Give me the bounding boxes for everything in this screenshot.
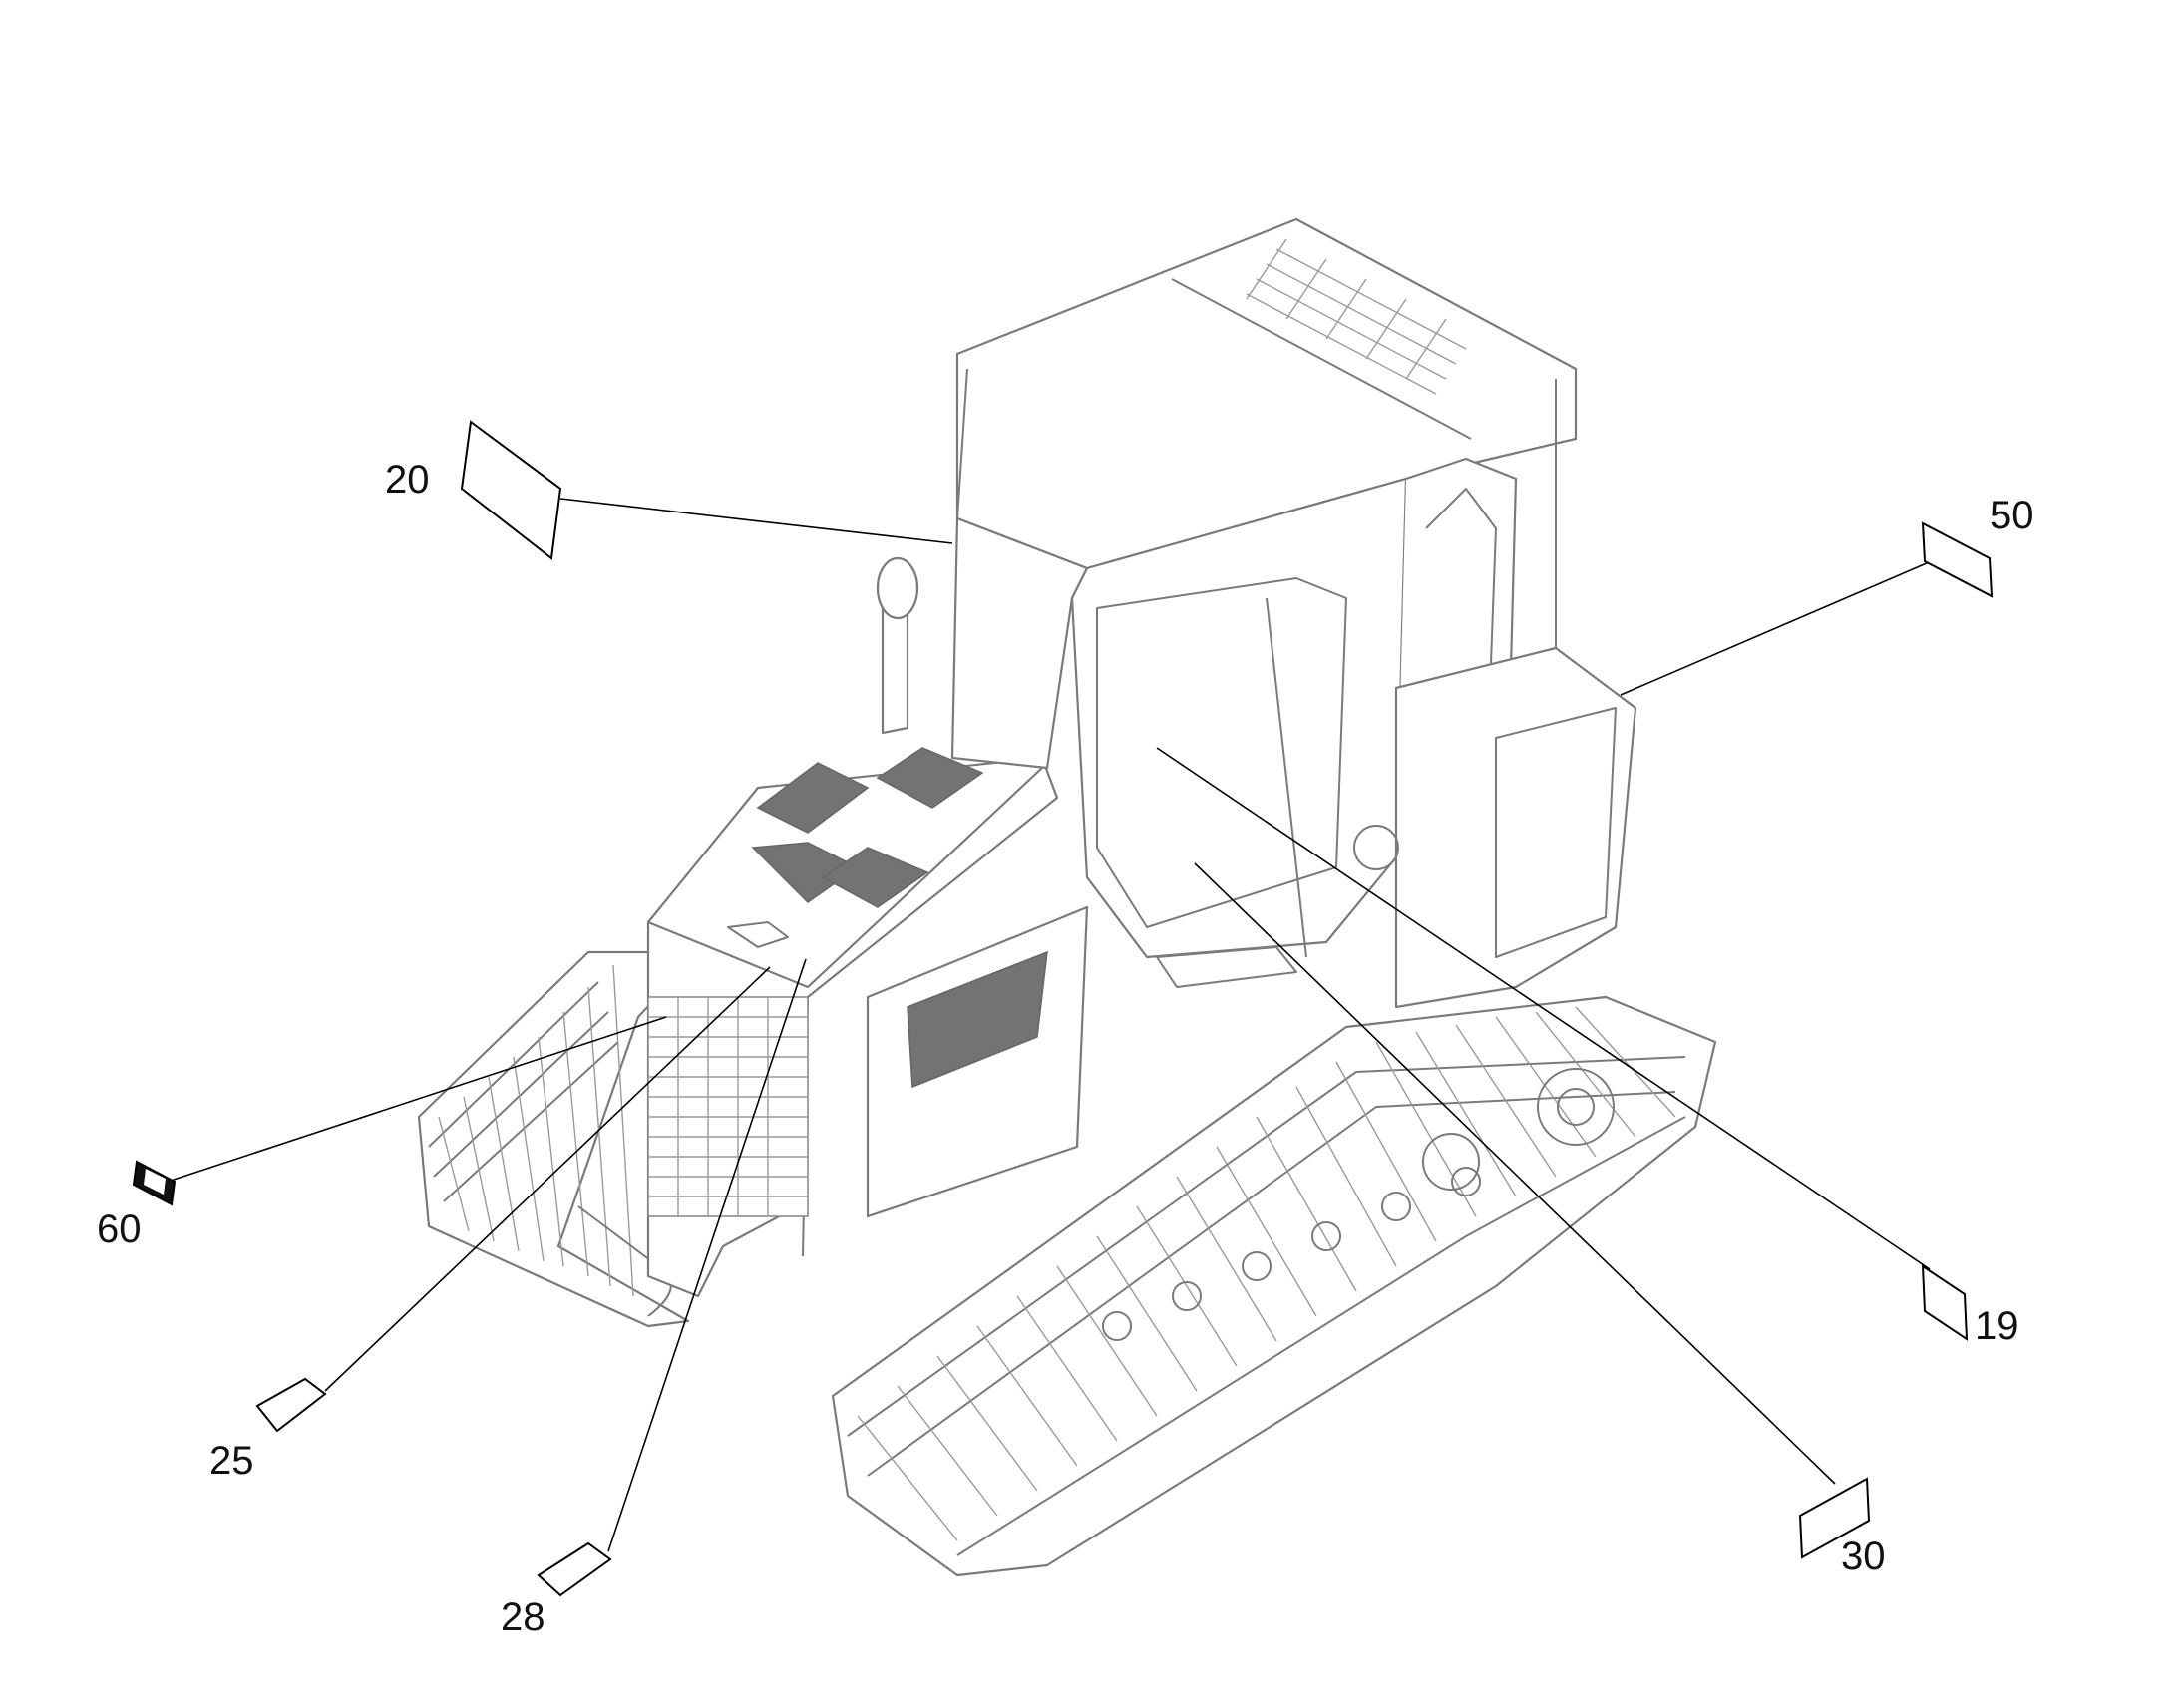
callout-28: 28 — [501, 1595, 545, 1639]
decal-25 — [255, 1377, 327, 1433]
leader-30 — [1194, 862, 1836, 1485]
decal-20 — [460, 420, 562, 560]
right-track — [831, 995, 1717, 1577]
decal-60 — [132, 1160, 177, 1206]
leader-28 — [607, 958, 807, 1552]
callout-labels: 20 50 60 25 28 19 30 — [97, 458, 2034, 1639]
callout-20: 20 — [385, 458, 430, 502]
operator-cab — [950, 217, 1637, 1009]
crawler-dozer-drawing — [417, 217, 1717, 1577]
callout-60: 60 — [97, 1207, 142, 1251]
callout-25: 25 — [209, 1439, 254, 1483]
decal-30 — [1798, 1477, 1871, 1559]
leader-20 — [559, 498, 953, 544]
leader-60 — [167, 1016, 667, 1183]
leader-50 — [1620, 552, 1951, 696]
leader-19 — [1156, 747, 1931, 1270]
decal-28 — [537, 1541, 612, 1597]
callout-30: 30 — [1841, 1535, 1886, 1578]
decal-50 — [1921, 521, 1994, 598]
decal-19 — [1921, 1264, 1969, 1341]
leader-lines — [167, 498, 1951, 1552]
engine-hood — [646, 556, 1089, 1298]
callout-19: 19 — [1975, 1304, 2019, 1348]
decals — [132, 420, 1994, 1597]
callout-50: 50 — [1990, 494, 2034, 537]
leader-25 — [324, 966, 771, 1392]
